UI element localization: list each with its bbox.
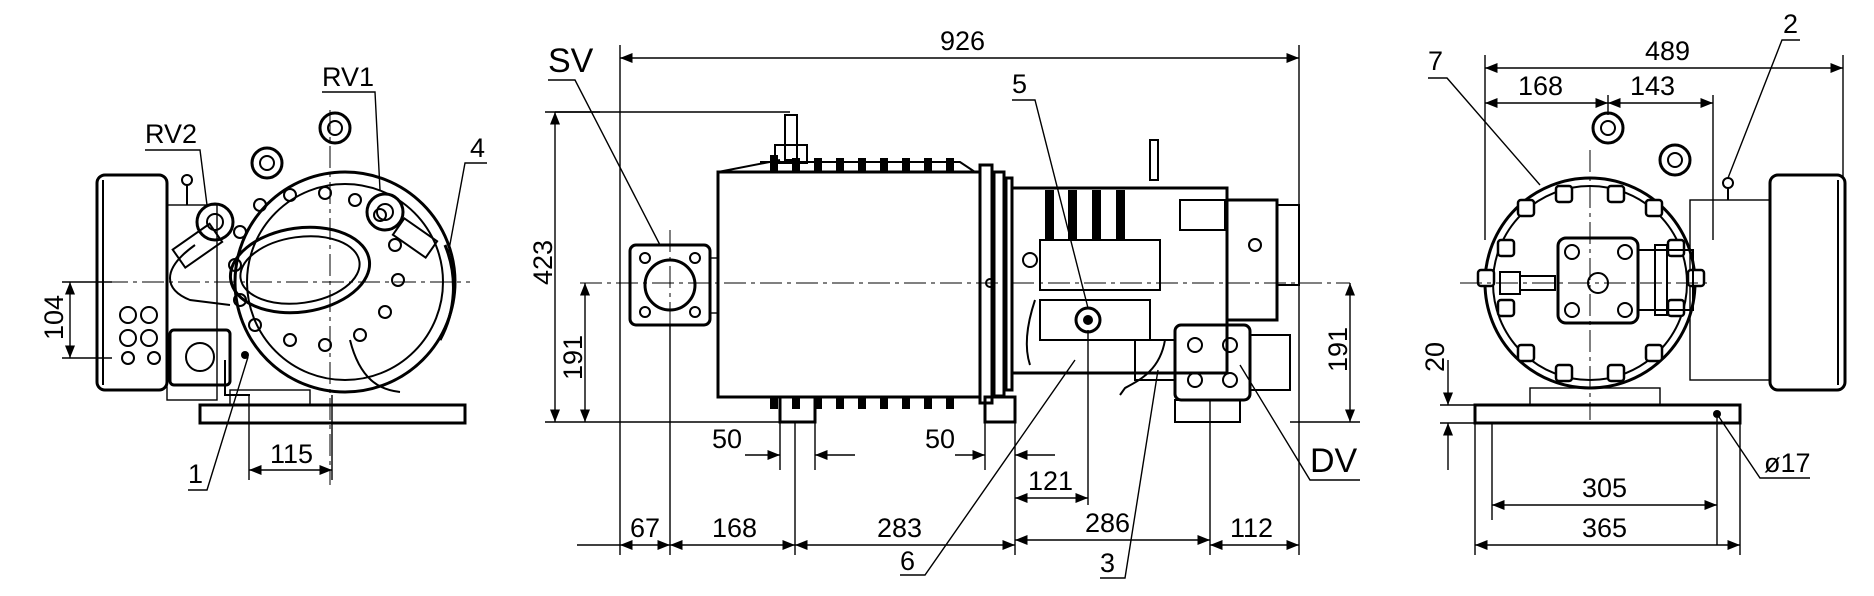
cooling-fins-bottom (770, 397, 954, 409)
label-item-1: 1 (188, 459, 203, 489)
dim-67: 67 (630, 513, 660, 543)
label-item-6: 6 (900, 546, 915, 576)
left-view: RV1 RV2 4 1 104 115 (39, 62, 487, 491)
label-rv1: RV1 (322, 62, 374, 92)
dim-283: 283 (877, 513, 922, 543)
dim-20: 20 (1420, 342, 1450, 372)
dim-168-right: 168 (1518, 71, 1563, 101)
label-item-4: 4 (470, 133, 485, 163)
dim-bolt-dia: ø17 (1764, 448, 1811, 478)
dim-115: 115 (270, 439, 313, 469)
dim-112: 112 (1230, 513, 1273, 543)
label-item-7: 7 (1428, 46, 1443, 76)
terminal-box-right (1768, 173, 1847, 392)
lifting-eye (318, 111, 352, 145)
label-item-3: 3 (1100, 548, 1115, 578)
dim-191-right: 191 (1323, 327, 1353, 372)
rv1-valve (365, 192, 405, 232)
dim-191-left: 191 (558, 335, 588, 380)
lifting-eye (1658, 143, 1692, 177)
lifting-eye (250, 146, 284, 180)
rv2-valve (195, 202, 235, 242)
dim-50-left: 50 (712, 424, 742, 454)
dim-104: 104 (39, 295, 69, 340)
dim-423: 423 (528, 240, 558, 285)
lifting-eye (1591, 111, 1625, 145)
label-item-2: 2 (1783, 9, 1798, 39)
label-dv: DV (1310, 442, 1358, 480)
label-item-5: 5 (1012, 69, 1027, 99)
dim-365: 365 (1582, 513, 1627, 543)
dim-286: 286 (1085, 508, 1130, 538)
dim-489: 489 (1645, 36, 1690, 66)
label-sv: SV (548, 42, 594, 80)
dim-926: 926 (940, 26, 985, 56)
right-view: 7 2 489 168 143 20 ø17 305 365 (1420, 9, 1847, 555)
front-view: SV 5 6 3 DV 926 423 191 191 (528, 26, 1360, 579)
motor-body (716, 170, 982, 399)
dv-block (1173, 323, 1252, 402)
rotor-bore (228, 225, 372, 315)
oil-filter (168, 328, 232, 387)
dim-168: 168 (712, 513, 757, 543)
discharge-flange (1556, 236, 1640, 325)
front-foot (983, 395, 1017, 424)
base-plate-right (1473, 403, 1742, 425)
dim-50-right: 50 (925, 424, 955, 454)
dim-305: 305 (1582, 473, 1627, 503)
front-foot (778, 395, 817, 424)
label-rv2: RV2 (145, 119, 197, 149)
dim-121: 121 (1028, 466, 1073, 496)
dim-143: 143 (1630, 71, 1675, 101)
cover-bolts (1476, 184, 1706, 383)
